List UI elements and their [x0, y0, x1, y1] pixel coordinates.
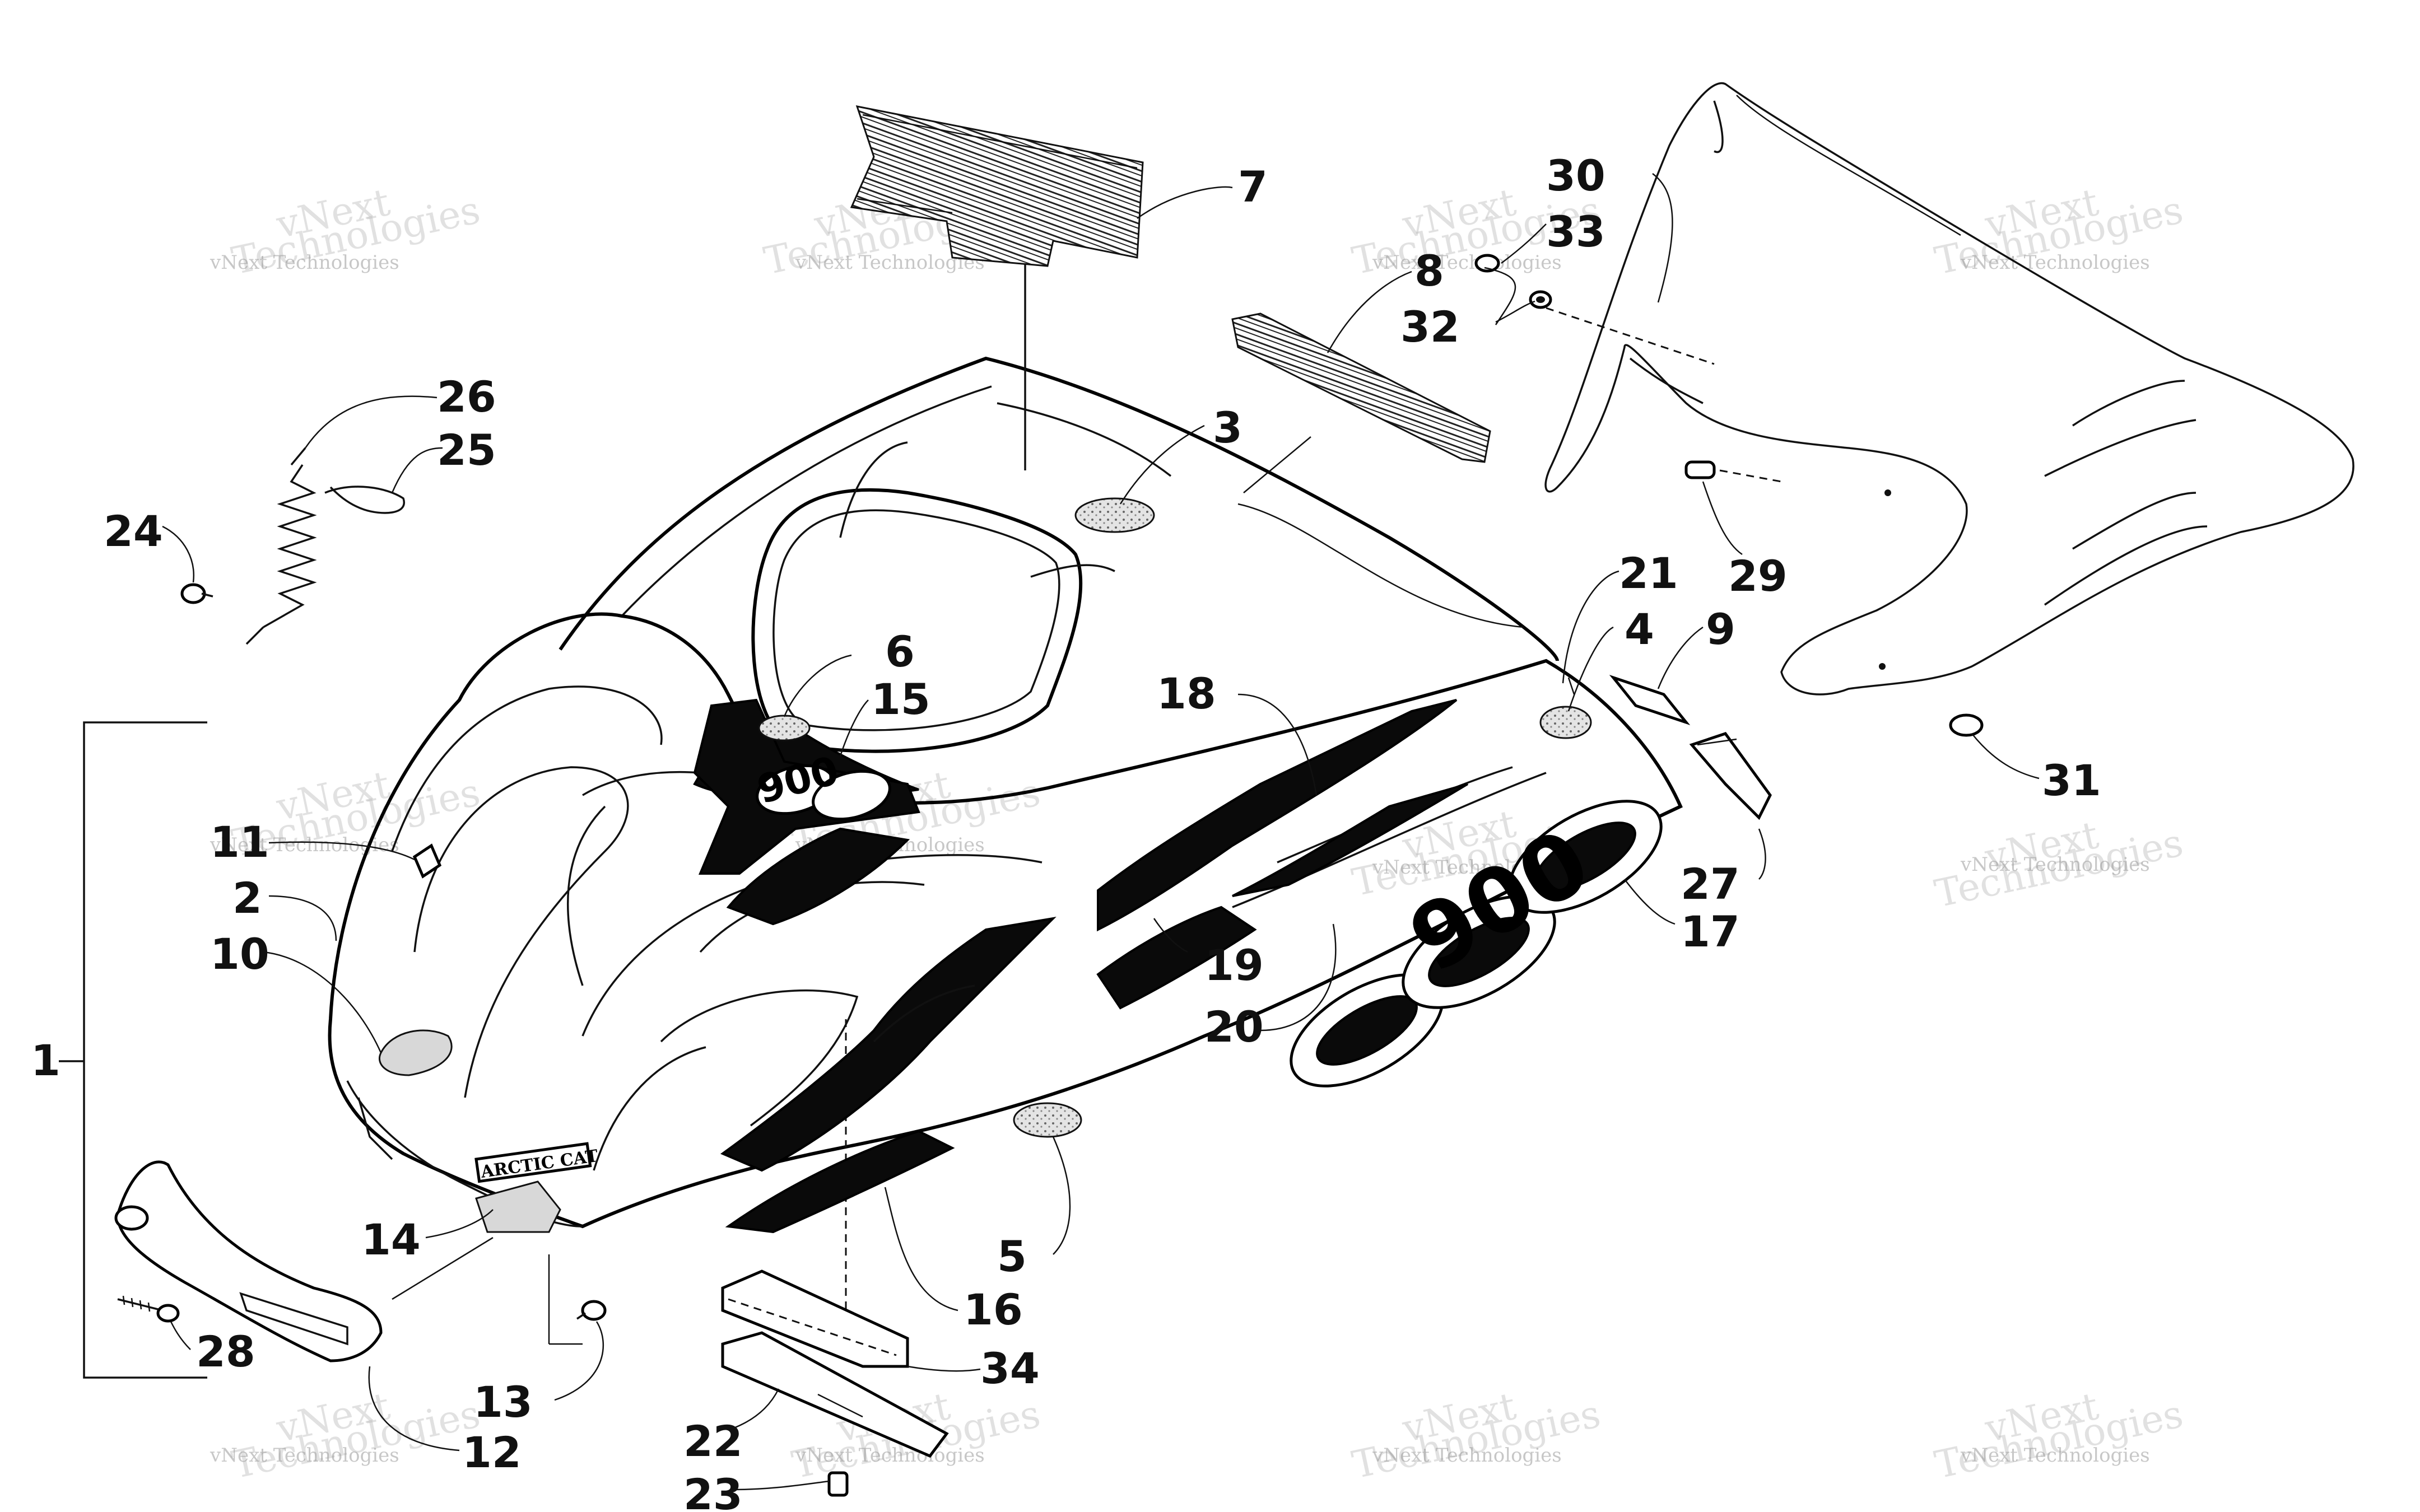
callout-7: 7: [1238, 162, 1268, 212]
part-31-plug[interactable]: [1949, 713, 1984, 737]
part-26-spring[interactable]: [245, 447, 317, 645]
watermark-name: vNext Technologies: [1960, 1444, 2150, 1467]
part-29-spacer[interactable]: [1684, 460, 1716, 479]
callout-18: 18: [1157, 669, 1216, 718]
part-7-top-decal[interactable]: [850, 105, 1144, 267]
part-9-decal[interactable]: [1609, 674, 1691, 726]
callout-33: 33: [1546, 207, 1605, 256]
callout-3: 3: [1213, 403, 1242, 452]
part-33-washer[interactable]: [1474, 254, 1500, 273]
callout-16: 16: [964, 1285, 1023, 1334]
callout-13: 13: [473, 1377, 533, 1427]
part-3-pad[interactable]: [1074, 497, 1155, 533]
part-8-decal-strip[interactable]: [1231, 312, 1491, 463]
watermark-name: vNext Technologies: [1960, 853, 2150, 876]
callout-8: 8: [1414, 246, 1444, 296]
callout-1: 1: [31, 1035, 61, 1085]
callout-4: 4: [1625, 604, 1654, 654]
callout-17: 17: [1681, 907, 1740, 956]
watermark-name: vNext Technologies: [210, 1444, 399, 1467]
part-15-900-front-graphic[interactable]: 900: [693, 698, 920, 875]
callout-32: 32: [1400, 302, 1460, 352]
callout-30: 30: [1546, 151, 1605, 200]
part-11-clip[interactable]: [412, 843, 442, 879]
callout-31: 31: [2042, 755, 2101, 805]
part-23-fastener[interactable]: [827, 1471, 849, 1497]
part-6-pad[interactable]: [758, 715, 811, 741]
part-28-screw[interactable]: [117, 1295, 180, 1323]
callout-2: 2: [232, 873, 262, 923]
watermark-name: vNext Technologies: [1372, 1444, 1562, 1467]
callout-27: 27: [1681, 859, 1740, 909]
callout-10: 10: [210, 929, 269, 979]
part-21-decal[interactable]: [1567, 677, 1575, 695]
part-5-pad[interactable]: [1013, 1102, 1082, 1138]
part-17-right-side-decal[interactable]: [1096, 699, 1469, 1010]
part-14-brand-badge[interactable]: ARCTIC CAT: [474, 1142, 599, 1183]
watermark-name: vNext Technologies: [1960, 251, 2150, 274]
part-10-pad[interactable]: [379, 1029, 453, 1076]
part-13-screw[interactable]: [576, 1300, 607, 1321]
callout-15: 15: [871, 674, 930, 724]
callout-5: 5: [997, 1231, 1027, 1281]
part-12-front-bumper[interactable]: [114, 1160, 383, 1362]
part-32-grommet[interactable]: [1529, 290, 1552, 309]
callout-23: 23: [683, 1469, 743, 1512]
callout-21: 21: [1619, 548, 1678, 598]
watermark-name: vNext Technologies: [210, 251, 399, 274]
watermark-name: vNext Technologies: [1372, 251, 1562, 274]
callout-24: 24: [104, 506, 163, 556]
watermark-tile: Technologies vNext vNext Technologies: [1931, 813, 2187, 917]
watermark-tile: Technologies vNext vNext Technologies: [210, 180, 484, 284]
callout-12: 12: [462, 1427, 522, 1477]
watermark-tile: Technologies vNext vNext Technologies: [1931, 1384, 2187, 1488]
watermark-tile: Technologies vNext vNext Technologies: [210, 1384, 484, 1488]
callout-26: 26: [437, 372, 496, 422]
callout-22: 22: [683, 1416, 743, 1466]
callout-labels: 1 2 3 4 5 6 7 8 9 10 11 12 13 14 15 16 1…: [31, 151, 2101, 1512]
callout-19: 19: [1204, 940, 1264, 990]
callout-34: 34: [980, 1343, 1040, 1393]
callout-14: 14: [361, 1215, 421, 1264]
callout-28: 28: [196, 1327, 255, 1376]
callout-20: 20: [1204, 1002, 1264, 1052]
callout-11: 11: [210, 817, 269, 867]
part-4-pad[interactable]: [1539, 706, 1592, 739]
watermark-tile: Technologies vNext vNext Technologies: [1348, 1384, 1604, 1488]
callout-9: 9: [1706, 604, 1735, 654]
callout-6: 6: [885, 627, 915, 676]
part-27-hinge-strip[interactable]: [1689, 732, 1772, 820]
part-30-windshield[interactable]: [1544, 82, 2354, 696]
watermark-name: vNext Technologies: [795, 1444, 985, 1467]
part-25-hook[interactable]: [324, 486, 406, 514]
leader-lines: [59, 173, 2040, 1491]
callout-25: 25: [437, 425, 496, 475]
part-24-screw[interactable]: [180, 583, 213, 604]
callout-29: 29: [1728, 551, 1788, 601]
part-22-plate[interactable]: [721, 1331, 949, 1458]
watermark-tile: Technologies vNext vNext Technologies: [1931, 180, 2187, 284]
